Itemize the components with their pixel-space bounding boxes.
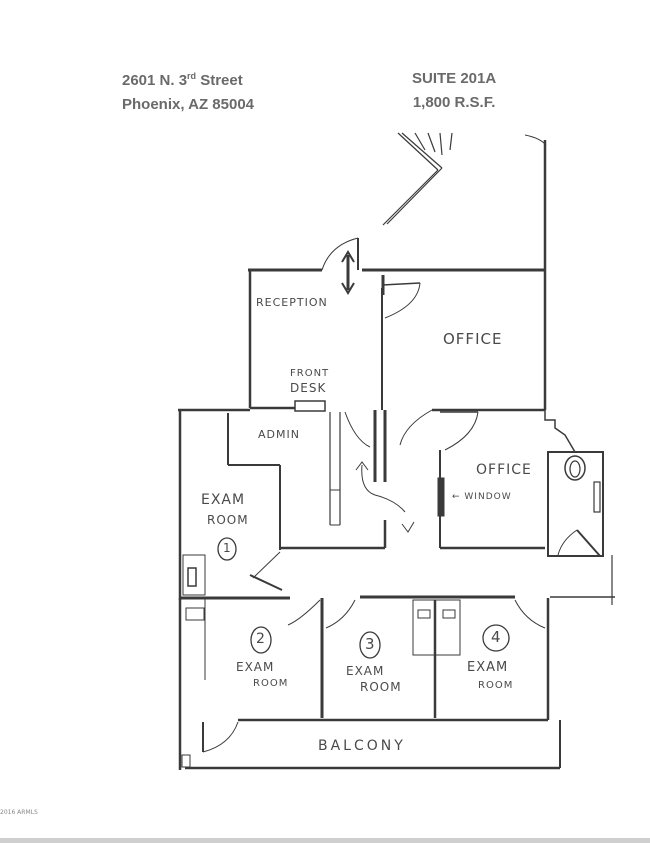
label-exam1-line2: ROOM [207,513,249,527]
suite-number: SUITE 201A [412,70,497,87]
label-exam2-number: 2 [256,631,266,647]
label-exam1-number: 1 [223,541,232,555]
label-window: ← WINDOW [452,492,512,502]
label-exam3-number: 3 [365,635,376,653]
address-line-2: Phoenix, AZ 85004 [122,96,254,113]
stairs [382,132,453,226]
label-front-desk-1: FRONT [290,368,330,379]
watermark: 2016 ARMLS [0,809,38,816]
suite-block: SUITE 201A 1,800 R.S.F. [412,67,496,115]
label-exam3-line2: ROOM [360,680,402,694]
address-line-1: 2601 N. 3rd Street [122,71,243,89]
label-balcony: BALCONY [318,738,406,754]
label-exam4-line1: EXAM [467,660,509,675]
suite-area: 1,800 R.S.F. [412,94,496,111]
label-exam1-line1: EXAM [201,492,246,508]
label-admin: ADMIN [258,428,300,441]
label-office-2: OFFICE [476,462,532,478]
label-office-main: OFFICE [443,330,503,348]
scan-edge [0,838,650,843]
address-block: 2601 N. 3rd Street Phoenix, AZ 85004 [122,64,254,117]
label-reception: RECEPTION [256,296,328,309]
label-exam4-line2: ROOM [478,680,514,691]
label-exam4-number: 4 [491,628,502,646]
label-exam2-line2: ROOM [253,678,289,689]
label-exam3-line1: EXAM [346,664,385,678]
label-front-desk-2: DESK [290,381,327,395]
label-exam2-line1: EXAM [236,660,275,674]
